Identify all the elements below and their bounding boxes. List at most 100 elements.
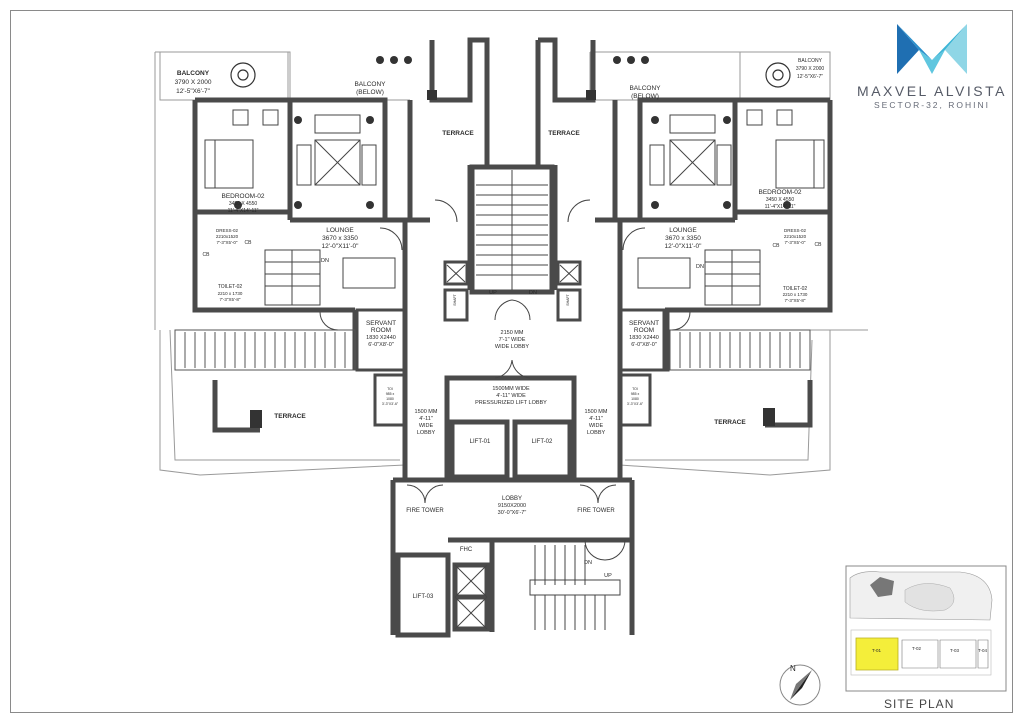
lounge-right-1: LOUNGE bbox=[669, 227, 697, 234]
cb-right-1: CB bbox=[773, 243, 781, 249]
balcony-left-label-3: 12'-5"X6'-7" bbox=[176, 88, 211, 95]
toi-right-3: 1080 bbox=[631, 397, 639, 401]
lower-stair-up: UP bbox=[604, 573, 612, 579]
dn-left: DN bbox=[321, 258, 329, 264]
toi-right-2: 985 x bbox=[631, 392, 640, 396]
dn-right: DN bbox=[696, 264, 704, 270]
site-plan-t04: T-04 bbox=[978, 648, 988, 653]
side-lobby-right-2: 4'-11" bbox=[589, 416, 603, 422]
toilet-right-3: 7'-3"X5'-8" bbox=[785, 298, 806, 303]
side-lobby-left-3: WIDE bbox=[419, 423, 434, 429]
balcony-below-right-1: BALCONY bbox=[629, 85, 661, 92]
bedroom-right-1: BEDROOM-02 bbox=[759, 189, 802, 196]
lift-02-label: LIFT-02 bbox=[532, 439, 553, 445]
lounge-left-3: 12'-0"X11'-0" bbox=[322, 243, 360, 250]
toi-right-4: 3'-3"X3'-6" bbox=[627, 402, 644, 406]
side-lobby-right-4: LOBBY bbox=[587, 430, 606, 436]
balcony-left-label-1: BALCONY bbox=[177, 70, 210, 77]
lower-stair bbox=[529, 545, 621, 630]
lounge-right-3: 12'-0"X11'-0" bbox=[665, 243, 703, 250]
toilet-left-3: 7'-3"X5'-8" bbox=[220, 297, 241, 302]
dress-right-2: 2210x1520 bbox=[784, 234, 807, 239]
lobby-main-3: 30'-0"X6'-7" bbox=[498, 510, 527, 516]
toilet-right-2: 2210 x 1730 bbox=[783, 292, 808, 297]
dress-right-1: DRESS-02 bbox=[784, 228, 807, 233]
site-plan-tower-zone bbox=[850, 629, 992, 676]
cb-left-2: CB bbox=[203, 252, 211, 258]
main-stair-up: UP bbox=[489, 290, 497, 296]
fire-tower-right: FIRE TOWER bbox=[577, 508, 615, 514]
wall-lines bbox=[192, 37, 833, 638]
lift-01-label: LIFT-01 bbox=[470, 439, 491, 445]
terrace-lower-right-label: TERRACE bbox=[714, 419, 746, 426]
interior-lines bbox=[174, 109, 825, 630]
toilet-left-1: TOILET-02 bbox=[218, 284, 243, 290]
brand-address: SECTOR-32, ROHINI bbox=[873, 100, 991, 110]
side-lobby-left-2: 4'-11" bbox=[419, 416, 433, 422]
bedroom-left-3: 11'-4"X14'-11" bbox=[228, 208, 259, 214]
site-plan-title: SITE PLAN bbox=[884, 697, 955, 711]
toilet-right-1: TOILET-02 bbox=[783, 286, 808, 292]
site-plan-tower-outline-4 bbox=[977, 639, 989, 669]
servant-left-3: 1830 X2440 bbox=[366, 335, 396, 341]
logo-left-facet bbox=[897, 24, 919, 74]
brand-name: MAXVEL ALVISTA bbox=[857, 83, 1007, 99]
site-plan-tower-outline-3 bbox=[939, 639, 977, 669]
lobby-main-1: LOBBY bbox=[502, 496, 522, 502]
shaft-left-label: SHAFT bbox=[453, 293, 457, 305]
lobby-main-2: 9150X2000 bbox=[498, 503, 526, 509]
site-plan-t02: T-02 bbox=[912, 646, 922, 651]
balcony-left-label-2: 3790 X 2000 bbox=[175, 79, 212, 86]
bedroom-left-2: 3450 X 4550 bbox=[229, 201, 258, 207]
side-lobby-left-4: LOBBY bbox=[417, 430, 436, 436]
lounge-right-2: 3670 x 3350 bbox=[665, 235, 701, 242]
pressurized-2: 4'-11" WIDE bbox=[496, 393, 526, 399]
site-plan-inset: T-01 T-02 T-03 T-04 bbox=[845, 565, 1007, 692]
site-plan-tower-highlight bbox=[855, 637, 899, 671]
lift-03-label: LIFT-03 bbox=[413, 594, 434, 600]
balcony-tables bbox=[230, 62, 791, 88]
balcony-right-label-2: 3790 X 2000 bbox=[796, 66, 825, 72]
lower-stair-dn: DN bbox=[584, 560, 592, 566]
site-plan-clubhouse bbox=[870, 577, 894, 597]
dining-tables bbox=[342, 257, 691, 289]
pressurized-3: PRESSURIZED LIFT LOBBY bbox=[475, 400, 547, 406]
toi-left-1: TOI bbox=[387, 387, 393, 391]
servant-left-4: 6'-0"X8'-0" bbox=[368, 342, 394, 348]
balcony-below-left-1: BALCONY bbox=[354, 81, 386, 88]
lobby-2150-3: WIDE LOBBY bbox=[495, 344, 530, 350]
toi-left-2: 985 x bbox=[386, 392, 395, 396]
toi-left-3: 1080 bbox=[386, 397, 394, 401]
balcony-right-label-1: BALCONY bbox=[798, 58, 823, 64]
page-frame bbox=[10, 10, 1013, 713]
lobby-2150-1: 2150 MM bbox=[501, 330, 524, 336]
north-arrow-letter: N bbox=[790, 664, 796, 673]
logo-inner-right-facet bbox=[932, 24, 967, 60]
toi-left-4: 3'-3"X3'-6" bbox=[382, 402, 399, 406]
side-lobby-right-1: 1500 MM bbox=[585, 409, 608, 415]
balcony-below-left-2: (BELOW) bbox=[356, 89, 384, 96]
brand-logo-icon bbox=[897, 24, 967, 74]
main-stair bbox=[476, 170, 548, 290]
bedroom-right-2: 3450 X 4550 bbox=[766, 197, 795, 203]
lounge-left-1: LOUNGE bbox=[326, 227, 354, 234]
site-plan-t01: T-01 bbox=[872, 648, 882, 653]
terrace-upper-left-label: TERRACE bbox=[442, 130, 474, 137]
balcony-right-label-3: 12'-5"X6'-7" bbox=[797, 74, 823, 80]
servant-room-walls bbox=[355, 260, 670, 427]
dress-right-3: 7'-3"X5'-0" bbox=[785, 240, 806, 245]
servant-right-2: ROOM bbox=[634, 327, 654, 334]
site-plan-tower-labels: T-01 T-02 T-03 T-04 bbox=[872, 646, 988, 653]
fhc-label: FHC bbox=[460, 547, 473, 553]
main-stair-dn: DN bbox=[529, 290, 537, 296]
side-lobby-left-1: 1500 MM bbox=[415, 409, 438, 415]
lounge-ceiling-marks bbox=[314, 139, 716, 186]
logo-center-facet bbox=[919, 50, 945, 74]
pressurized-1: 1500MM WIDE bbox=[492, 386, 530, 392]
side-lobby-right-3: WIDE bbox=[589, 423, 604, 429]
dress-left-3: 7'-3"X5'-0" bbox=[217, 240, 238, 245]
flat-stairs bbox=[264, 249, 761, 306]
dress-left-2: 2210x1520 bbox=[216, 234, 239, 239]
terrace-lower-left-label: TERRACE bbox=[274, 413, 306, 420]
